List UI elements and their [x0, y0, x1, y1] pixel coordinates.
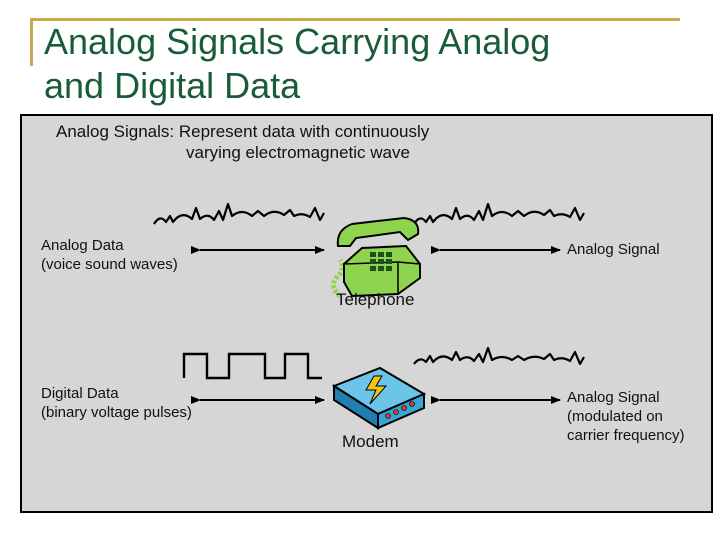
telephone-icon: [333, 218, 420, 296]
slide-title-line-1: Analog Signals Carrying Analog: [44, 20, 684, 64]
slide-title-line-2: and Digital Data: [44, 64, 684, 108]
diagram-heading-line-1: Analog Signals: Represent data with cont…: [56, 121, 429, 142]
analog-data-label: Analog Data: [41, 236, 124, 255]
modulated-wave-right: [414, 348, 584, 364]
carrier-frequency-label: carrier frequency): [567, 426, 685, 445]
modulated-on-label: (modulated on: [567, 407, 663, 426]
analog-data-sublabel: (voice sound waves): [41, 255, 178, 274]
analog-signal-label-top: Analog Signal: [567, 240, 660, 259]
modem-label: Modem: [342, 432, 399, 452]
voice-wave-left: [154, 204, 324, 224]
diagram-heading-line-2: varying electromagnetic wave: [186, 142, 410, 163]
analog-signal-label-bottom: Analog Signal: [567, 388, 660, 407]
telephone-label: Telephone: [336, 290, 414, 310]
slide-title: Analog Signals Carrying Analog and Digit…: [44, 20, 684, 108]
diagram-panel: Analog Signals: Represent data with cont…: [20, 114, 713, 513]
title-accent-vertical: [30, 18, 33, 66]
binary-pulse-wave: [184, 354, 322, 378]
digital-data-label: Digital Data: [41, 384, 119, 403]
voice-wave-right: [414, 204, 584, 224]
digital-data-sublabel: (binary voltage pulses): [41, 403, 192, 422]
modem-icon: [334, 368, 424, 428]
